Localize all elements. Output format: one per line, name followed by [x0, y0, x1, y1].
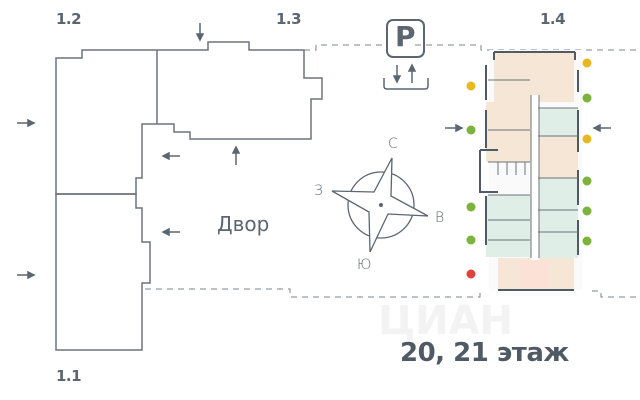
building-label-1-3: 1.3 [276, 10, 302, 28]
parking-label: P [395, 20, 416, 53]
entrance-arrows [17, 23, 611, 280]
apartment-badges [466, 58, 592, 279]
building-label-1-1: 1.1 [56, 367, 82, 385]
badge-4-room [466, 269, 476, 279]
building-label-1-4: 1.4 [540, 10, 566, 28]
badge-2-room [466, 235, 476, 245]
building-1-2-outline [55, 41, 323, 195]
arrow-left-icon [161, 151, 180, 161]
arrow-right-icon [445, 123, 464, 133]
floor-title: 20, 21 этаж [400, 338, 569, 368]
courtyard-label: Двор [217, 212, 270, 236]
arrow-left-icon [592, 123, 611, 133]
badge-2-room [466, 202, 476, 212]
entry-exit-arrows-icon [383, 63, 429, 90]
building-1-4-floorplan [479, 50, 582, 291]
compass-rose-icon [331, 157, 429, 253]
parking-icon [386, 19, 425, 58]
arrow-right-icon [17, 118, 36, 128]
compass-north: С [388, 136, 398, 152]
badge-3-room [466, 81, 476, 91]
building-label-1-2: 1.2 [56, 10, 82, 28]
arrow-left-icon [161, 227, 180, 237]
compass-east: В [435, 210, 445, 226]
badge-2-room [582, 93, 592, 103]
arrow-right-icon [17, 270, 36, 280]
badge-1-room [582, 206, 592, 216]
badge-2-room [582, 176, 592, 186]
watermark: ЦИАН [378, 298, 514, 344]
compass-west: З [314, 183, 323, 199]
badge-3-room [582, 58, 592, 68]
badge-3-room [582, 134, 592, 144]
compass-south: Ю [357, 257, 372, 273]
badge-2-room [582, 236, 592, 246]
arrow-up-icon [231, 145, 241, 165]
site-boundary [145, 44, 640, 298]
arrow-down-icon [195, 23, 205, 42]
building-1-1-outline [55, 193, 151, 351]
badge-2-room [466, 125, 476, 135]
